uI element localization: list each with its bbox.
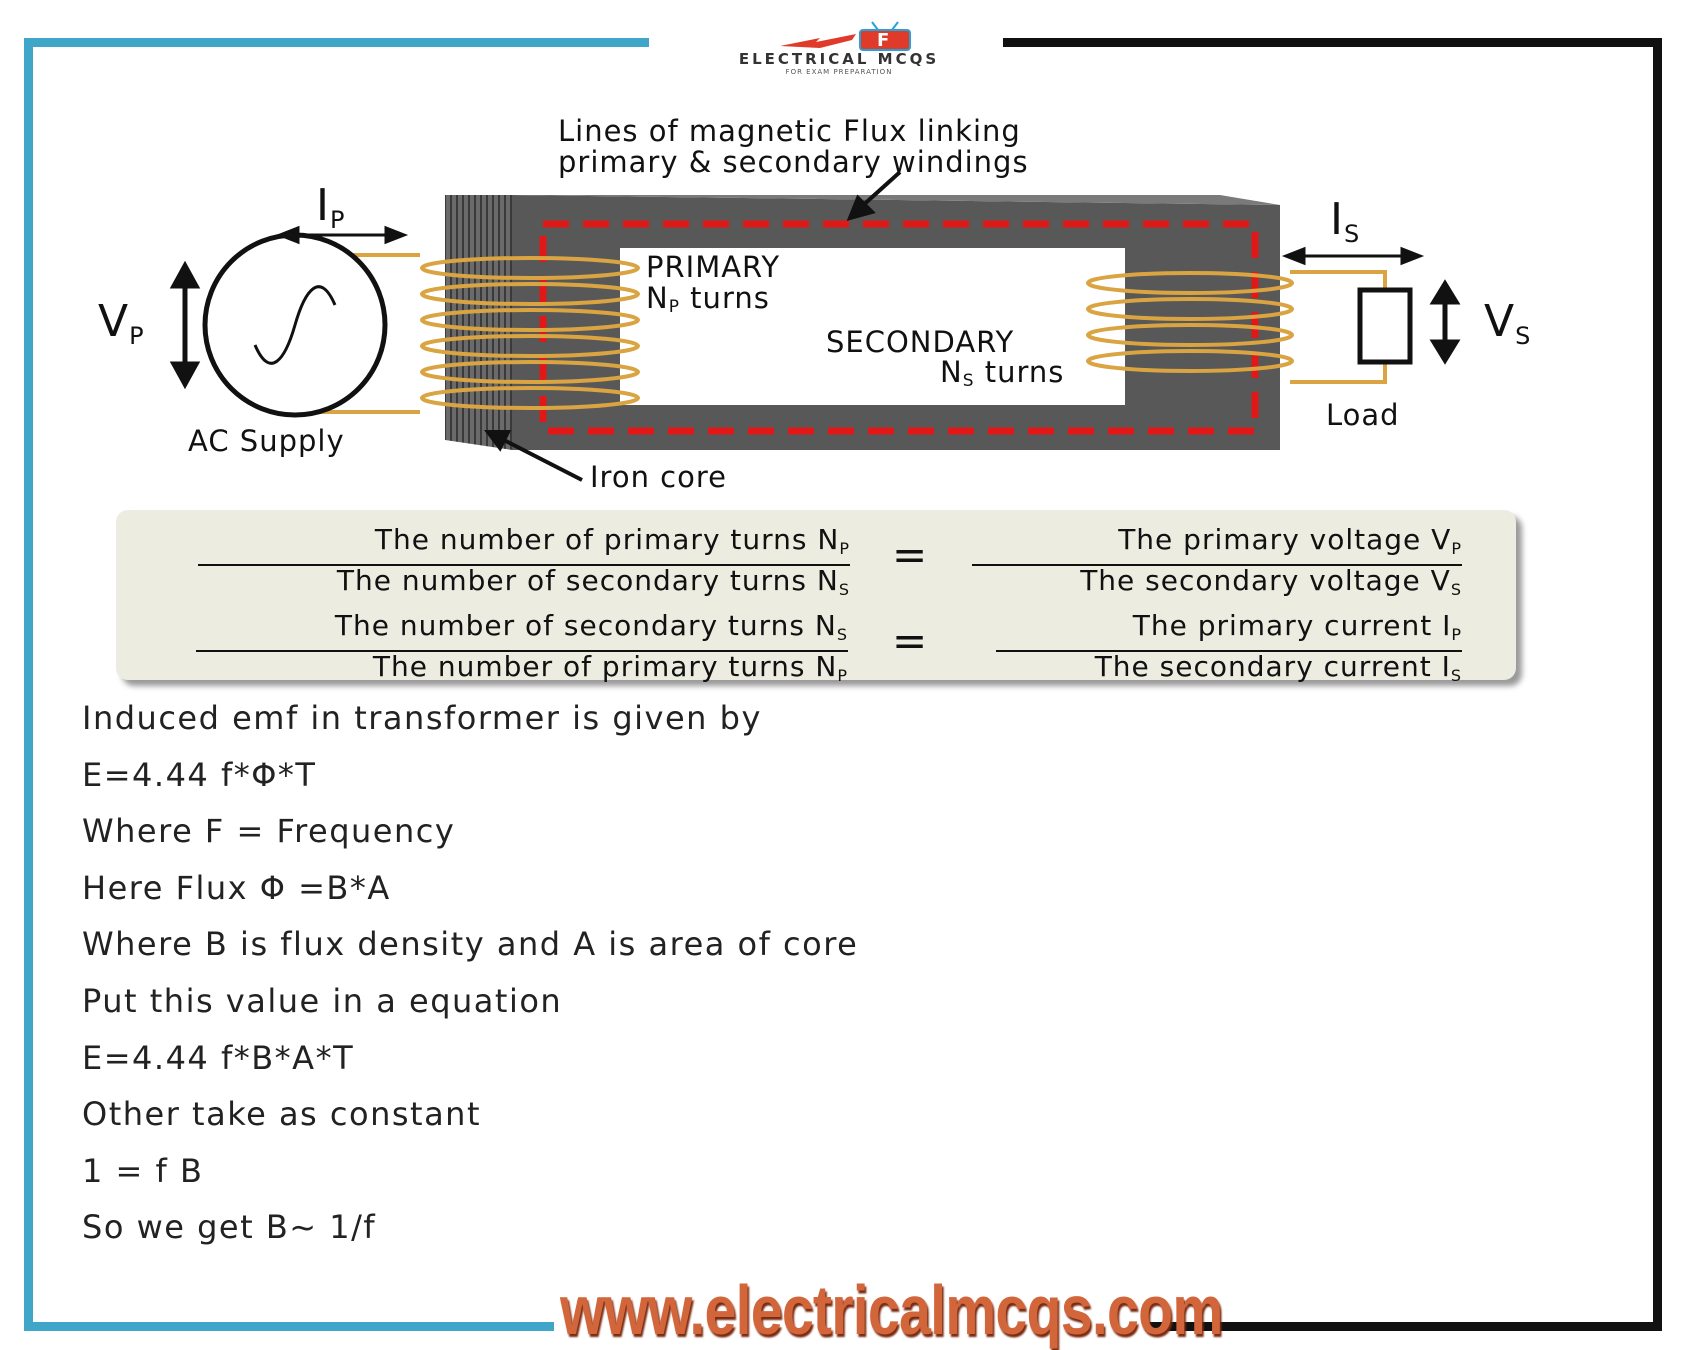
iron-core-pointer-icon <box>484 430 583 482</box>
explanation-line: Where B is flux density and A is area of… <box>82 925 859 963</box>
frame-border-bottom-right <box>1145 1322 1662 1331</box>
is-arrow-icon <box>1281 246 1425 266</box>
formula-row2-equals: = <box>892 616 928 665</box>
explanation-line: Here Flux Φ =B*A <box>82 869 391 907</box>
frame-border-left <box>24 38 33 1331</box>
primary-winding <box>420 256 640 410</box>
vs-label: VS <box>1484 296 1532 350</box>
frame-border-top-right <box>1003 38 1662 47</box>
logo-subtitle: FOR EXAM PREPARATION <box>785 68 893 76</box>
ip-label: IP <box>316 180 346 234</box>
ip-arrow-icon <box>275 225 409 245</box>
formula-row1-right: The primary voltage VP The secondary vol… <box>972 525 1462 605</box>
explanation-line: Put this value in a equation <box>82 982 563 1020</box>
secondary-winding <box>1086 271 1294 373</box>
ac-supply-label: AC Supply <box>188 424 345 458</box>
website-link[interactable]: www.electricalmcqs.com <box>560 1271 1223 1349</box>
vp-arrow-icon <box>169 260 201 390</box>
logo-title: ELECTRICAL MCQS <box>738 50 940 68</box>
vs-arrow-icon <box>1429 279 1461 365</box>
frame-border-bottom-left <box>24 1322 554 1331</box>
explanation-line: 1 = f B <box>82 1152 204 1190</box>
secondary-leads <box>1290 270 1387 384</box>
frame-border-right <box>1653 38 1662 1331</box>
formula-row1-equals: = <box>892 530 928 579</box>
load-label: Load <box>1326 398 1400 432</box>
explanation-line: E=4.44 f*Φ*T <box>82 756 317 794</box>
flux-label-line1: Lines of magnetic Flux linking <box>558 114 1021 148</box>
ac-source-icon <box>202 232 388 418</box>
vp-label: VP <box>98 296 145 350</box>
iron-core-label: Iron core <box>590 460 727 494</box>
formula-row1-left: The number of primary turns NP The numbe… <box>198 525 850 605</box>
iron-core <box>445 195 1280 450</box>
secondary-label: SECONDARY <box>826 325 1015 359</box>
logo-icon: F <box>780 21 911 51</box>
frame-border-top-left <box>24 38 649 47</box>
transformer-diagram <box>169 170 1461 482</box>
secondary-turns-label: NS turns <box>940 355 1065 391</box>
flux-label-line2: primary & secondary windings <box>558 145 1029 179</box>
explanation-line: Other take as constant <box>82 1095 481 1133</box>
load-resistor-icon <box>1357 287 1413 365</box>
flux-pointer-icon <box>846 170 902 221</box>
svg-text:F: F <box>877 30 889 51</box>
explanation-line: E=4.44 f*B*A*T <box>82 1039 355 1077</box>
formula-row2-left: The number of secondary turns NS The num… <box>196 611 848 691</box>
primary-label: PRIMARY <box>646 250 781 284</box>
explanation-line: Induced emf in transformer is given by <box>82 699 762 737</box>
primary-turns-label: NP turns <box>646 281 770 317</box>
explanation-line: So we get B~ 1/f <box>82 1208 377 1246</box>
formula-row2-right: The primary current IP The secondary cur… <box>996 611 1462 691</box>
is-label: IS <box>1330 194 1361 248</box>
explanation-line: Where F = Frequency <box>82 812 456 850</box>
